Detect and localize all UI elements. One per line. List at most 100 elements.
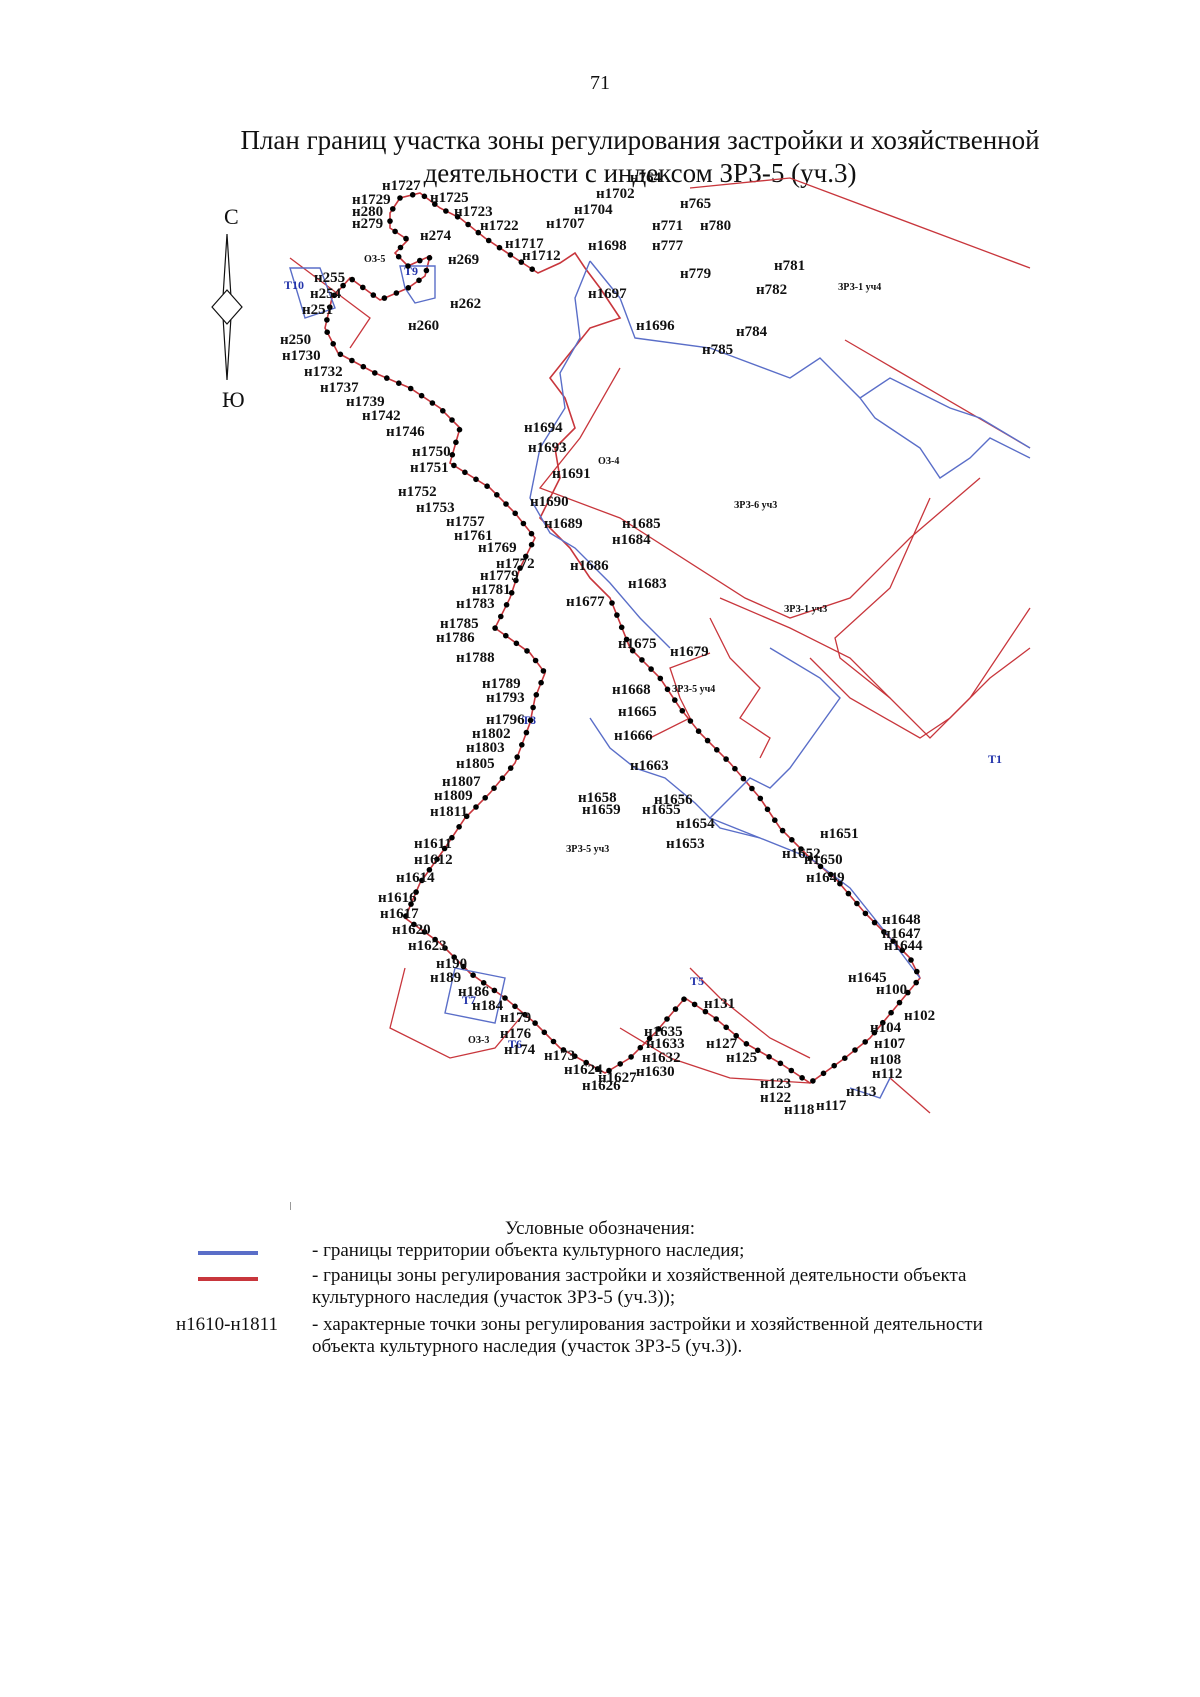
boundary-point [512,1003,518,1010]
boundary-point [789,837,795,843]
point-label: н1647 [882,926,921,942]
boundary-point [523,553,529,560]
boundary-point [713,1016,719,1022]
boundary-point [451,954,457,960]
compass-rose-icon [211,233,243,381]
point-label: н765 [680,196,711,212]
code-label-t6: Т6 [508,1037,522,1051]
boundary-point [451,462,457,469]
boundary-point [513,577,519,584]
point-label: н1717 [505,236,544,252]
point-label: н1753 [416,500,455,516]
blue-boundary-path [849,1077,891,1099]
point-label: н260 [408,318,439,334]
boundary-point [842,1055,848,1061]
zone-label-oz5: ОЗ-5 [364,254,385,265]
point-label: н1807 [442,774,481,790]
boundary-point [749,785,755,792]
boundary-point [896,999,903,1006]
blue-boundary-path [708,647,921,979]
boundary-point [419,877,425,884]
red-boundary-path [289,257,371,349]
point-label: н1658 [578,790,617,806]
point-label: н1779 [480,568,519,584]
boundary-point [550,1038,557,1045]
boundary-point [664,1016,670,1022]
point-label: н1675 [618,636,657,652]
boundary-point [871,919,878,926]
boundary-point [409,192,416,198]
point-label: н779 [680,266,711,282]
boundary-point [788,1067,795,1074]
zone-label-zrz6-uch3: ЗРЗ-6 уч3 [734,500,777,511]
boundary-point [381,295,388,301]
point-label: н1679 [670,644,709,660]
boundary-point [528,541,535,548]
blue-heritage-boundaries [289,260,1031,1099]
point-label: н1751 [410,460,449,476]
boundary-point [799,1075,805,1081]
boundary-point [460,963,467,970]
boundary-point [462,469,468,476]
characteristic-points [324,192,920,1084]
blue-boundary-path [399,265,436,304]
point-label: н1761 [454,528,493,544]
red-boundary-path [889,1077,931,1114]
point-label: н1627 [598,1070,637,1086]
boundary-point [360,284,366,291]
code-label-t5: Т5 [690,974,704,988]
point-label: н1685 [622,516,661,532]
boundary-point [523,729,530,736]
point-label: н1633 [646,1036,685,1052]
boundary-point [498,613,504,620]
point-label: н1750 [412,444,451,460]
boundary-point [695,728,702,734]
point-label: н279 [352,216,383,232]
point-label: н1789 [482,676,521,692]
point-label: н1635 [644,1024,683,1040]
boundary-point [480,980,487,986]
red-boundary-path [389,967,521,1059]
boundary-point [732,765,738,772]
point-label: н1656 [654,792,693,808]
boundary-point [618,624,625,631]
zone-label-zrz5-uch3: ЗРЗ-5 уч3 [566,844,609,855]
boundary-point [421,193,428,200]
point-label: н123 [760,1076,791,1092]
boundary-point [614,612,620,618]
boundary-point [503,632,509,639]
boundary-point [538,679,544,686]
boundary-point [820,1070,827,1077]
boundary-point [743,1041,750,1047]
boundary-point [755,1047,761,1054]
point-label: н1694 [524,420,563,436]
boundary-point [518,259,525,265]
boundary-point [871,1029,878,1036]
point-label: н1612 [414,852,453,868]
zone-label-oz3: ОЗ-3 [468,1035,489,1046]
boundary-point [522,1011,528,1018]
boundary-point [395,253,402,260]
boundary-point [449,834,455,841]
point-label: н1781 [472,582,511,598]
point-label: н102 [904,1008,935,1024]
point-label: н1654 [676,816,715,832]
map-title: План границ участка зоны регулирования з… [200,124,1080,190]
point-label: н1626 [582,1078,621,1094]
boundary-point [639,657,645,663]
boundary-point [392,228,398,235]
point-label: н1683 [628,576,667,592]
boundary-point [443,208,449,214]
boundary-point [397,244,404,251]
point-label: н1666 [614,728,653,744]
boundary-point [456,426,463,433]
boundary-point [606,1067,612,1074]
boundary-point [914,968,920,975]
point-label: н1651 [820,826,859,842]
point-label: н1811 [430,804,468,820]
boundary-point [426,867,433,873]
point-label: н1712 [522,248,561,264]
boundary-point [390,206,396,212]
point-label: н1690 [530,494,569,510]
boundary-point [440,408,446,414]
